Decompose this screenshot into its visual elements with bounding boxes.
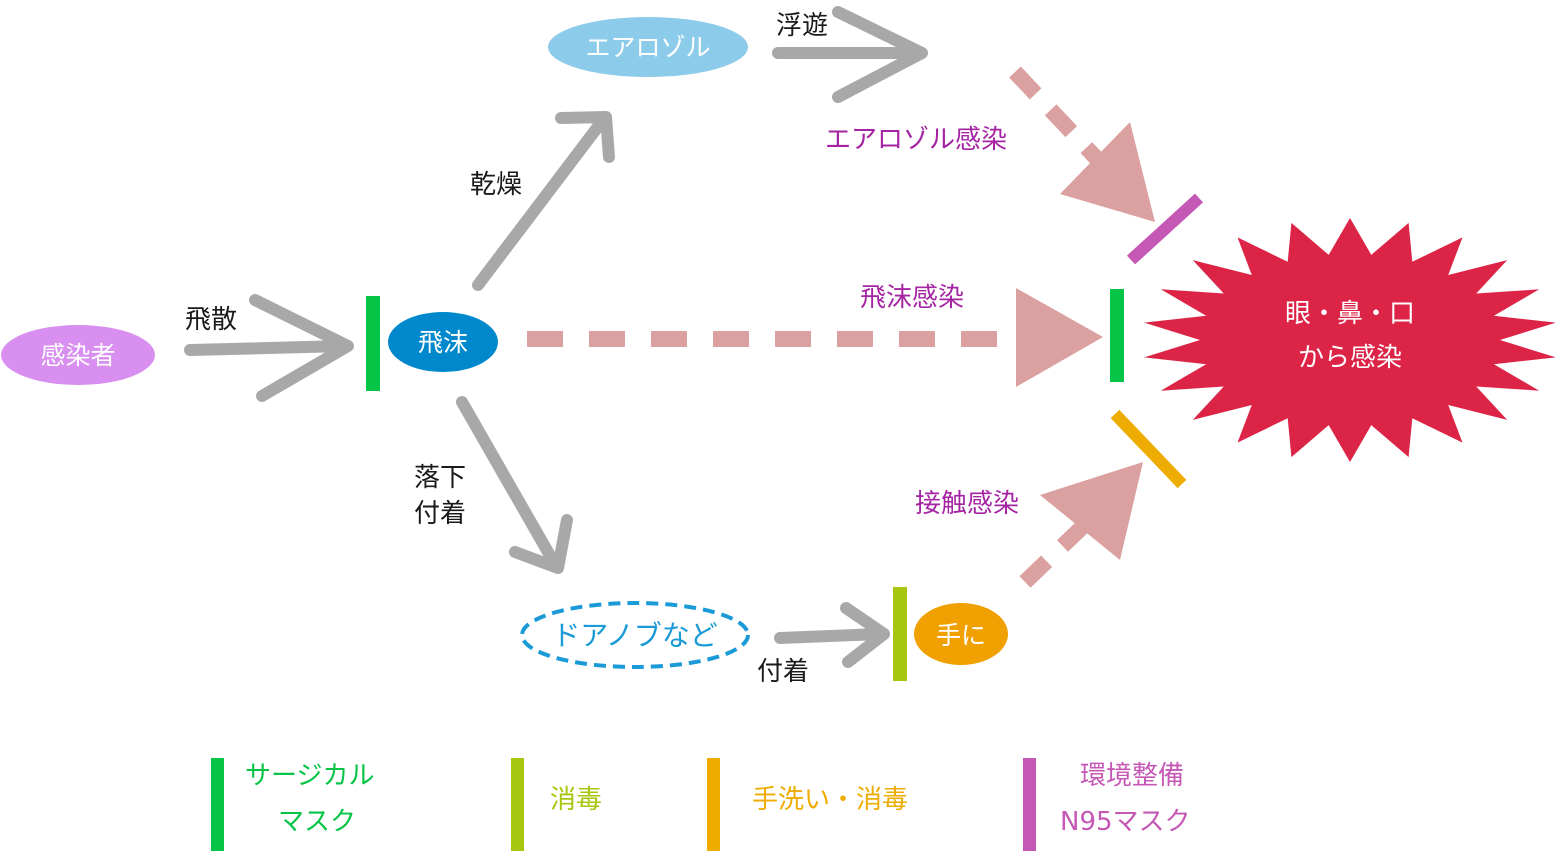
node-droplet-label: 飛沫: [418, 328, 468, 357]
node-surface: ドアノブなど: [520, 601, 750, 669]
legend-swatch-handwash: [707, 758, 720, 851]
legend-swatch-n95: [1023, 758, 1036, 851]
node-hand: 手に: [914, 603, 1008, 665]
legend-label-handwash: 手洗い・消毒: [752, 785, 908, 815]
target-burst: 眼・鼻・口 から感染: [1144, 218, 1556, 462]
label-fall-line1: 落下: [414, 463, 466, 493]
route-labels: エアロゾル感染 飛沫感染 接触感染: [825, 125, 1019, 519]
handwash-barrier: [1110, 409, 1187, 489]
aerosol-infection-arrow-head: [1060, 122, 1155, 222]
label-contact-infection: 接触感染: [915, 489, 1019, 519]
legend-item-surgical-mask: サージカル マスク: [211, 758, 374, 851]
gray-arrows: [184, 6, 928, 668]
aerosol-infection-arrow-shaft: [1009, 66, 1104, 166]
node-droplet: 飛沫: [388, 312, 498, 372]
legend-label-n95-line1: 環境整備: [1080, 761, 1184, 791]
legend-item-handwash: 手洗い・消毒: [707, 758, 908, 851]
legend-label-surgical-mask-line2: マスク: [278, 807, 356, 837]
label-aerosol-infection: エアロゾル感染: [825, 125, 1007, 155]
float-arrow: [772, 6, 928, 103]
legend-swatch-surgical-mask: [211, 758, 224, 851]
pink-arrows: [527, 66, 1155, 588]
node-infected: 感染者: [1, 325, 155, 385]
label-droplet-infection: 飛沫感染: [860, 283, 964, 313]
label-scatter: 飛散: [185, 305, 237, 335]
legend-label-n95-line2: N95マスク: [1060, 807, 1191, 837]
burst-shape: [1144, 218, 1556, 462]
n95-barrier: [1126, 193, 1204, 265]
attach-arrow: [774, 602, 890, 668]
barrier-bars: [366, 193, 1204, 681]
legend-item-disinfect: 消毒: [511, 758, 602, 851]
edge-labels: 飛散 乾燥 浮遊 落下 付着 付着: [185, 11, 828, 687]
contact-infection-arrow-head: [1040, 462, 1143, 560]
legend: サージカル マスク 消毒 手洗い・消毒 環境整備 N95マスク: [211, 758, 1191, 851]
legend-item-n95: 環境整備 N95マスク: [1023, 758, 1191, 851]
label-dry: 乾燥: [470, 170, 522, 200]
label-attach: 付着: [757, 657, 809, 687]
node-aerosol-label: エアロゾル: [585, 33, 710, 62]
node-infected-label: 感染者: [40, 341, 115, 370]
contact-infection-arrow-shaft: [1019, 504, 1106, 588]
target-label-line1: 眼・鼻・口: [1285, 299, 1415, 329]
node-surface-label: ドアノブなど: [552, 619, 717, 652]
legend-label-surgical-mask-line1: サージカル: [245, 761, 374, 791]
label-float: 浮遊: [776, 11, 828, 41]
legend-swatch-disinfect: [511, 758, 524, 851]
node-aerosol: エアロゾル: [548, 17, 748, 77]
node-hand-label: 手に: [936, 621, 986, 650]
dry-arrow: [472, 111, 615, 291]
scatter-arrow: [184, 294, 354, 402]
fall-arrow: [456, 396, 573, 574]
legend-label-disinfect: 消毒: [550, 785, 602, 815]
label-fall-line2: 付着: [414, 499, 466, 529]
droplet-infection-arrow-head: [1016, 288, 1103, 387]
target-label-line2: から感染: [1298, 343, 1402, 373]
